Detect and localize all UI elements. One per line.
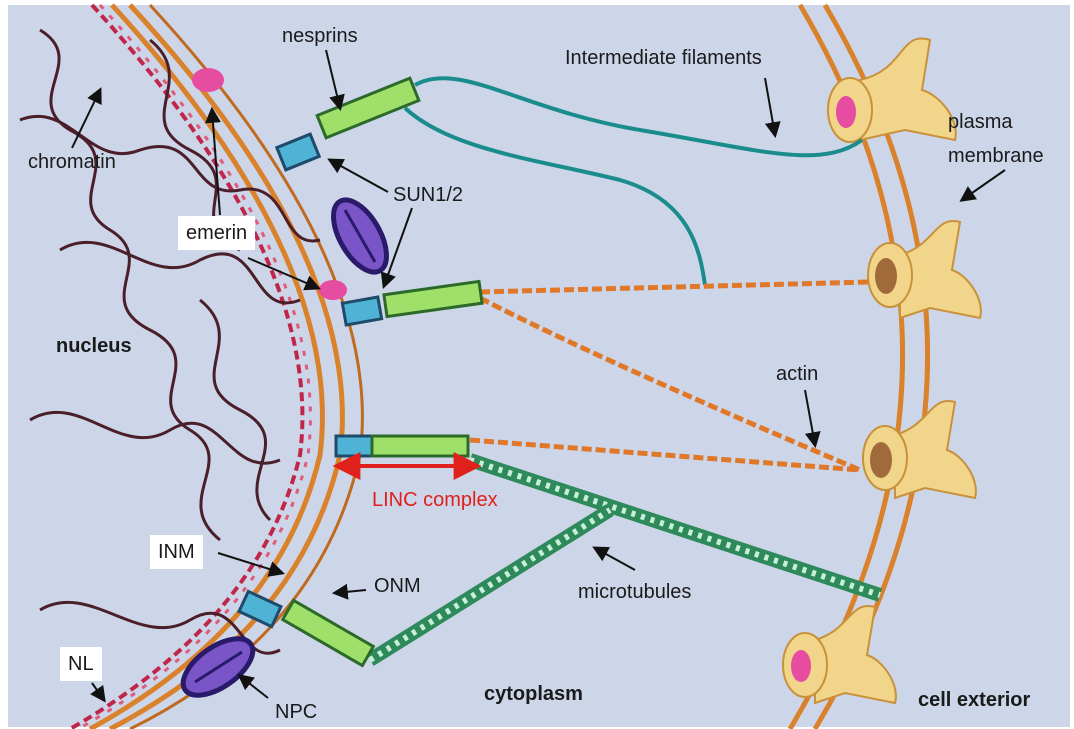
cell-exterior-label: cell exterior [918, 690, 1030, 710]
emerin-blob [319, 280, 347, 300]
microtubules-label: microtubules [578, 582, 691, 602]
inm-label: INM [150, 535, 203, 569]
linc-complex [336, 436, 468, 456]
chromatin-label: chromatin [28, 152, 116, 172]
plasma-membrane-label-line2: membrane [948, 146, 1044, 166]
nl-label: NL [60, 647, 102, 681]
emerin-label: emerin [178, 216, 255, 250]
npc-label: NPC [275, 702, 317, 722]
onm-label: ONM [374, 576, 421, 596]
actin-label: actin [776, 364, 818, 384]
intermediate-filaments-label: Intermediate filaments [565, 48, 762, 68]
emerin-blob [192, 68, 224, 92]
plasma-membrane-label-line1: plasma [948, 112, 1012, 132]
sun-protein [342, 297, 381, 325]
sun-label: SUN1/2 [393, 185, 463, 205]
nucleus-label: nucleus [56, 336, 132, 356]
sun-protein [336, 436, 372, 456]
nesprin-protein [372, 436, 468, 456]
cytoplasm-label: cytoplasm [484, 684, 583, 704]
linc-complex-label: LINC complex [372, 490, 498, 510]
nesprins-label: nesprins [282, 26, 358, 46]
